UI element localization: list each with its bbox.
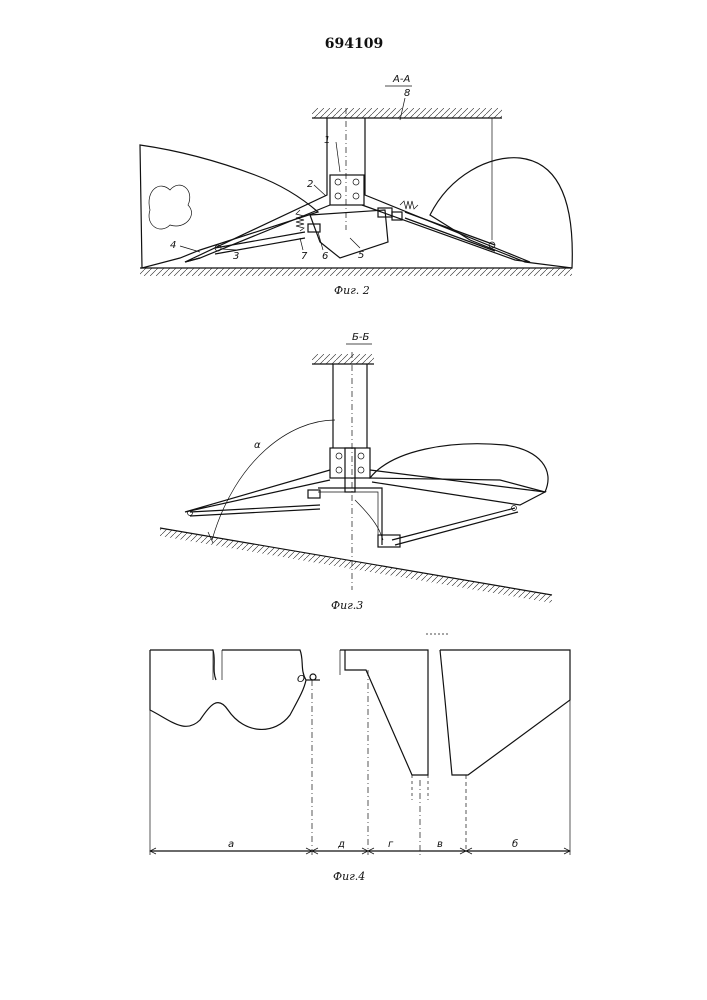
fig4-dim-d: д bbox=[337, 839, 345, 850]
fig2-ceiling-hatch bbox=[312, 108, 502, 118]
fig4-left-section bbox=[150, 650, 306, 729]
fig3-caption: Фиг.3 bbox=[331, 599, 363, 612]
svg-text:α: α bbox=[254, 440, 261, 451]
fig4-dim-a: а bbox=[228, 839, 234, 850]
fig2-callout-7: 7 bbox=[301, 251, 308, 262]
fig4-middle-section bbox=[340, 650, 428, 775]
fig2-right-ore-pile bbox=[430, 158, 572, 268]
fig2-callout-6: 6 bbox=[322, 251, 328, 262]
fig3-ore-pile bbox=[370, 444, 548, 492]
fig4-dim-g: г bbox=[388, 839, 394, 850]
figure-2: А-А bbox=[140, 74, 572, 297]
fig2-callout-3: 3 bbox=[233, 251, 239, 262]
fig2-caption: Фиг. 2 bbox=[334, 284, 370, 297]
fig2-section-label: А-А bbox=[392, 74, 410, 85]
patent-number: 694109 bbox=[325, 36, 383, 52]
fig4-dim-v: в bbox=[437, 839, 443, 850]
fig4-right-section bbox=[440, 650, 570, 775]
fig3-section-label: Б-Б bbox=[352, 332, 369, 343]
fig2-callout-4: 4 bbox=[170, 240, 176, 251]
fig2-callout-5: 5 bbox=[358, 250, 364, 261]
fig2-callout-1: 1 bbox=[324, 135, 330, 146]
fig2-callout-2: 2 bbox=[307, 179, 313, 190]
fig4-point-label: О bbox=[297, 674, 305, 685]
figure-3: Б-Б α bbox=[160, 332, 552, 612]
fig4-caption: Фиг.4 bbox=[333, 870, 365, 883]
fig4-dim-b: б bbox=[512, 838, 518, 850]
fig4-point-o bbox=[310, 674, 316, 680]
fig2-callout-8: 8 bbox=[404, 88, 410, 99]
figure-4: О а д г в б Фиг.4 bbox=[150, 634, 570, 883]
